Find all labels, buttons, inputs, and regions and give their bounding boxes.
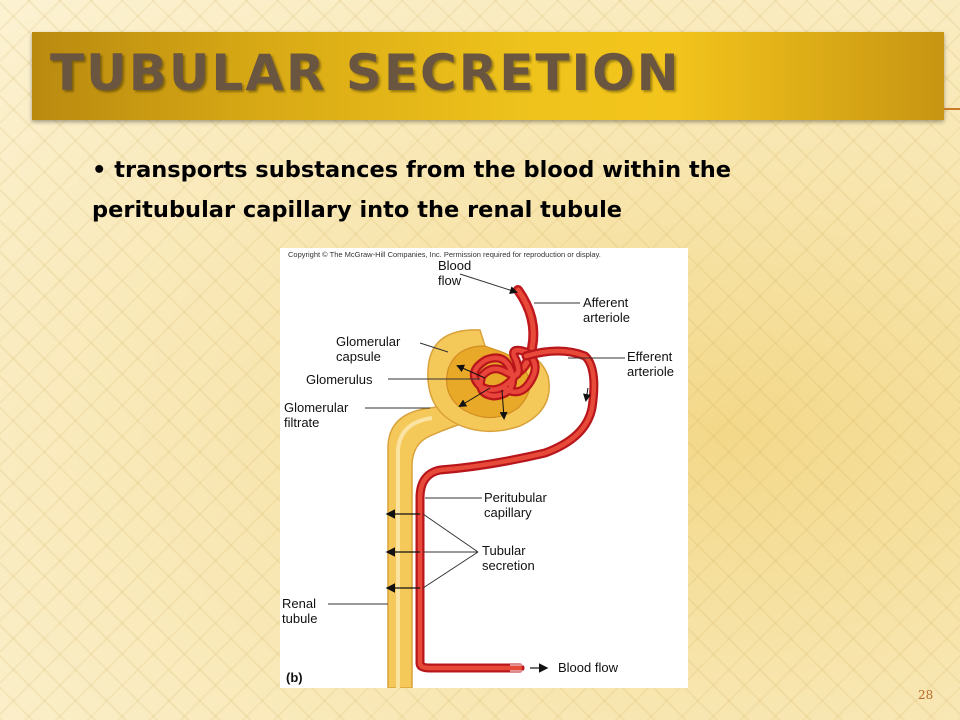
peritubular-capillary-shape: [415, 346, 599, 673]
label-efferent-1: Efferent: [627, 349, 673, 364]
label-efferent-2: arteriole: [627, 364, 674, 379]
secretion-arrows: [385, 509, 420, 593]
label-afferent-1: Afferent: [583, 295, 629, 310]
label-glomerular-filtrate-1: Glomerular: [284, 400, 349, 415]
label-tubular-secretion-1: Tubular: [482, 543, 526, 558]
panel-label: (b): [286, 670, 303, 685]
copyright-text: Copyright © The McGraw-Hill Companies, I…: [288, 250, 601, 259]
label-tubular-secretion-2: secretion: [482, 558, 535, 573]
bullet-text-block: • transports substances from the blood w…: [92, 150, 812, 230]
bullet-text: transports substances from the blood wit…: [92, 157, 732, 223]
label-blood-flow-top-1: Blood: [438, 258, 471, 273]
label-glomerular-capsule-2: capsule: [336, 349, 381, 364]
filtration-arrows: [456, 364, 508, 420]
label-blood-flow-top-2: flow: [438, 273, 462, 288]
page-number: 28: [918, 688, 934, 702]
leader-lines: [328, 273, 625, 605]
slide-title: Tubular Secretion: [50, 44, 681, 102]
label-peritubular-2: capillary: [484, 505, 532, 520]
title-accent-line: [944, 108, 960, 110]
label-glomerulus: Glomerulus: [306, 372, 373, 387]
glomerulus-shape: [469, 345, 540, 401]
figure-labels: Blood flow Afferent arteriole Efferent a…: [282, 258, 674, 685]
label-renal-tubule-1: Renal: [282, 596, 316, 611]
title-bar: Tubular Secretion: [32, 32, 944, 120]
label-glomerular-capsule-1: Glomerular: [336, 334, 401, 349]
nephron-figure: Copyright © The McGraw-Hill Companies, I…: [280, 248, 688, 688]
vessel-flow-arrows: [510, 387, 591, 673]
renal-tubule-shape: [387, 396, 482, 688]
label-afferent-2: arteriole: [583, 310, 630, 325]
label-glomerular-filtrate-2: filtrate: [284, 415, 319, 430]
nephron-diagram: Copyright © The McGraw-Hill Companies, I…: [282, 250, 674, 688]
bullet-icon: •: [92, 157, 115, 183]
label-renal-tubule-2: tubule: [282, 611, 317, 626]
afferent-arteriole-shape: [513, 285, 539, 377]
label-blood-flow-bottom: Blood flow: [558, 660, 619, 675]
label-peritubular-1: Peritubular: [484, 490, 548, 505]
